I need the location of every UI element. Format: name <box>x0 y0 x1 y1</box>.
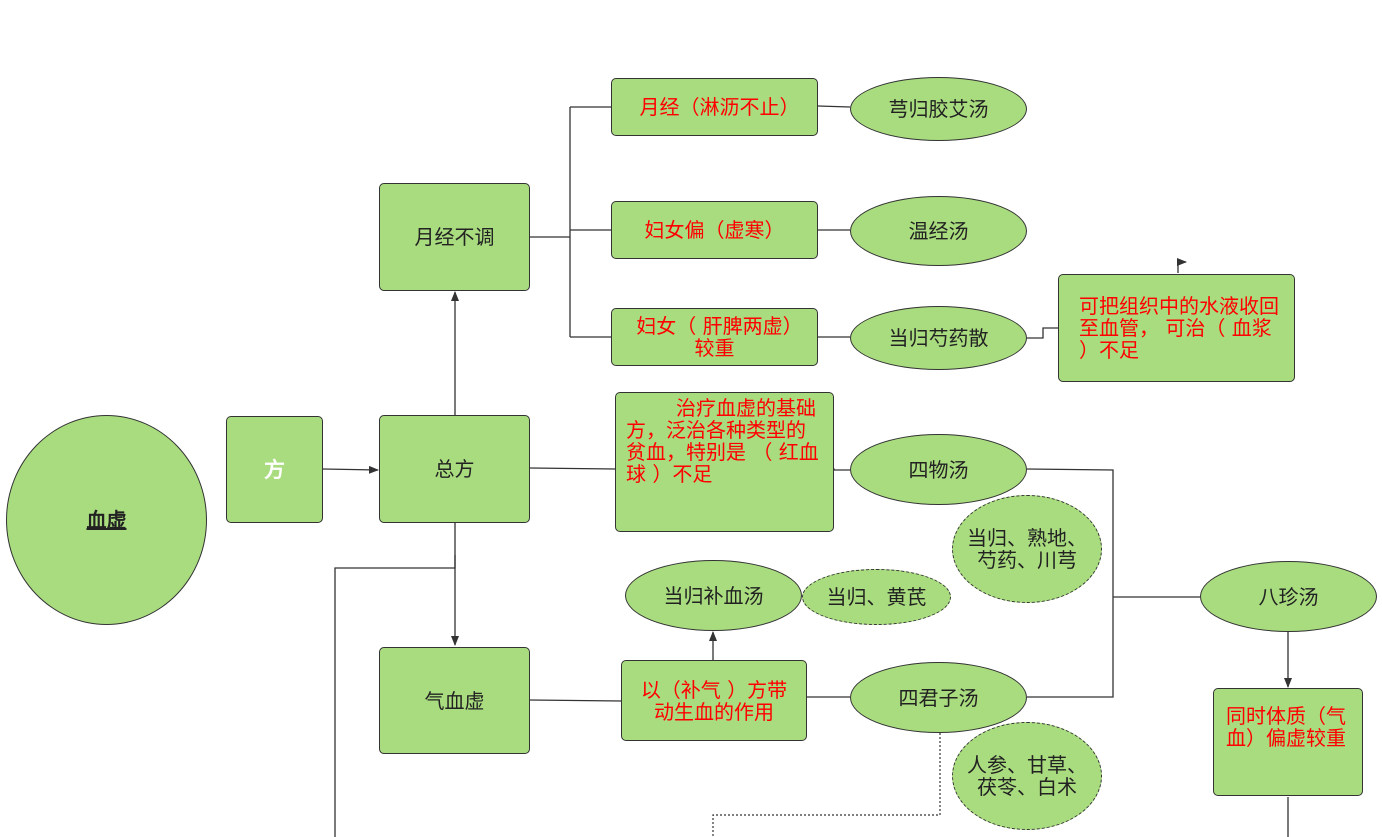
node-sijunzi-ingredients[interactable]: 人参、甘草、茯苓、白术 <box>952 722 1102 830</box>
node-bazhen[interactable]: 八珍汤 <box>1200 561 1377 632</box>
node-siwu[interactable]: 四物汤 <box>850 434 1027 505</box>
edge-yuejing-branch <box>530 106 611 338</box>
node-funv-ganpi-label: 妇女（ 肝脾两虚）较重 <box>636 314 793 360</box>
node-shuiye-note[interactable]: 可把组织中的水液收回至血管， 可治（ 血浆 ）不足 <box>1058 274 1295 382</box>
node-yuejing-butiao-label: 月经不调 <box>414 225 495 249</box>
node-sijunzi-ingredients-label: 人参、甘草、茯苓、白术 <box>967 753 1087 799</box>
node-buqi-note[interactable]: 以（补气 ）方带动生血的作用 <box>621 660 807 741</box>
node-funv-xuhan-label: 妇女偏（虚寒） <box>644 218 785 242</box>
node-zongfang[interactable]: 总方 <box>379 415 530 523</box>
node-xuexu[interactable]: 血虚 <box>6 415 207 625</box>
node-buqi-note-label: 以（补气 ）方带动生血的作用 <box>640 677 788 724</box>
node-siwu-ingredients[interactable]: 当归、熟地、芍药、川芎 <box>952 495 1102 603</box>
node-danggui-buxue-ingredients[interactable]: 当归、黄芪 <box>802 569 951 625</box>
node-funv-ganpi[interactable]: 妇女（ 肝脾两虚）较重 <box>611 308 818 366</box>
node-qixuexu-label: 气血虚 <box>424 688 485 713</box>
edge-danggui-shuiye <box>1027 327 1058 339</box>
node-siwu-label: 四物汤 <box>908 457 969 482</box>
edge-shuiye-up <box>1177 258 1187 273</box>
node-siwu-note-label: 治疗血虚的基础 方，泛治各种类型的贫血，特别是 （ 红血球 ）不足 <box>626 396 819 486</box>
edge-zongfang-left <box>334 555 456 837</box>
node-sijunzi[interactable]: 四君子汤 <box>850 662 1027 733</box>
edge-zongfang-siwunote <box>529 467 616 470</box>
node-zongfang-label: 总方 <box>434 457 475 481</box>
node-funv-xuhan[interactable]: 妇女偏（虚寒） <box>611 201 818 259</box>
node-yuejing-linli[interactable]: 月经（淋沥不止） <box>611 78 818 136</box>
node-qixuexu[interactable]: 气血虚 <box>379 647 530 754</box>
node-sijunzi-label: 四君子汤 <box>898 685 979 710</box>
node-shuiye-note-label: 可把组织中的水液收回至血管， 可治（ 血浆 ）不足 <box>1079 294 1279 362</box>
node-dangguishaoyao[interactable]: 当归芍药散 <box>850 306 1027 370</box>
node-danggui-buxue[interactable]: 当归补血汤 <box>625 560 802 631</box>
edge-linli-xionggui <box>817 105 851 108</box>
node-wenjing[interactable]: 温经汤 <box>850 196 1027 266</box>
edge-to-bazhen <box>1026 468 1200 698</box>
node-fang[interactable]: 方 <box>226 416 323 523</box>
node-siwu-note[interactable]: 治疗血虚的基础 方，泛治各种类型的贫血，特别是 （ 红血球 ）不足 <box>615 392 834 532</box>
edge-sijunzi-dotted <box>712 733 941 837</box>
node-bazhen-label: 八珍汤 <box>1258 584 1319 609</box>
node-dangguishaoyao-label: 当归芍药散 <box>888 326 989 350</box>
node-wenjing-label: 温经汤 <box>908 219 969 243</box>
node-yuejing-linli-label: 月经（淋沥不止） <box>639 95 800 119</box>
edge-fang-zongfang <box>322 465 379 474</box>
node-yuejing-butiao[interactable]: 月经不调 <box>379 183 530 291</box>
node-danggui-buxue-label: 当归补血汤 <box>663 583 764 608</box>
node-fang-label: 方 <box>264 457 285 482</box>
node-xuexu-label: 血虚 <box>86 508 127 532</box>
node-danggui-buxue-ingredients-label: 当归、黄芪 <box>826 585 927 609</box>
node-bazhen-note[interactable]: 同时体质（气血）偏虚较重 <box>1213 688 1363 796</box>
node-bazhen-note-label: 同时体质（气血）偏虚较重 <box>1226 704 1346 750</box>
node-siwu-ingredients-label: 当归、熟地、芍药、川芎 <box>967 526 1087 572</box>
node-xiongguijiaoai[interactable]: 芎归胶艾汤 <box>850 77 1027 141</box>
node-xiongguijiaoai-label: 芎归胶艾汤 <box>888 97 989 121</box>
edge-qixuexu-buqinote <box>529 699 622 702</box>
